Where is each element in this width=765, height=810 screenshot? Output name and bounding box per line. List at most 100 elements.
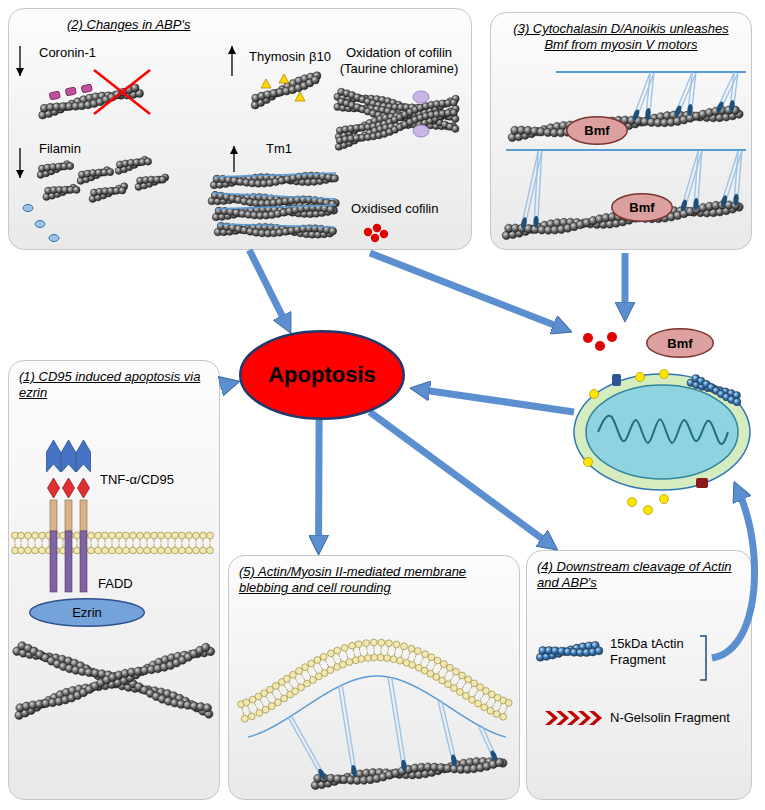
lipid-tail	[161, 544, 162, 548]
actin-monomer	[152, 692, 160, 700]
actin-monomer	[437, 764, 445, 772]
actin-monomer	[200, 648, 208, 656]
actin-monomer	[545, 646, 553, 654]
receptor-stalk	[80, 500, 87, 531]
lipid-head	[88, 547, 95, 554]
actin-monomer	[299, 178, 307, 186]
actin-monomer	[450, 765, 458, 773]
lipid-head	[123, 547, 130, 554]
ellipse-shape	[240, 331, 404, 419]
ellipse-shape	[612, 193, 673, 221]
actin-monomer	[320, 774, 328, 782]
actin-monomer	[65, 664, 73, 672]
actin-monomer	[385, 771, 393, 779]
change-arrow	[230, 146, 238, 172]
lipid-tail	[480, 698, 482, 701]
lipid-head	[320, 653, 327, 660]
actin-monomer	[579, 219, 587, 227]
actin-monomer	[76, 662, 84, 670]
actin-monomer	[124, 683, 132, 691]
actin-monomer	[212, 213, 220, 221]
myosin-tail	[688, 73, 692, 110]
protein-label: Coronin-1	[39, 45, 96, 61]
lipid-head	[302, 664, 309, 671]
lipid-tail	[126, 544, 127, 548]
actin-monomer	[347, 125, 354, 132]
actin-monomer	[702, 113, 710, 121]
actin-monomer	[650, 114, 658, 122]
actin-monomer	[585, 642, 593, 650]
receptor-stalk	[65, 531, 72, 592]
actin-monomer	[397, 114, 404, 121]
actin-monomer	[100, 674, 108, 682]
actin-monomer	[436, 109, 443, 116]
coronin-protein	[81, 84, 92, 93]
lipid-head	[304, 680, 311, 687]
lipid-tail	[126, 539, 127, 543]
lipid-head	[488, 691, 495, 698]
actin-monomer	[359, 134, 366, 141]
lipid-tail	[360, 652, 362, 655]
actin-monomer	[213, 175, 221, 183]
actin-monomer	[46, 103, 54, 111]
actin-monomer	[303, 204, 311, 212]
lipid-tail	[286, 689, 288, 692]
actin-monomer	[281, 176, 289, 184]
lipid-head	[278, 679, 285, 686]
actin-monomer	[67, 186, 74, 193]
lipid-head	[74, 532, 81, 539]
actin-monomer	[371, 127, 378, 134]
actin-monomer	[242, 208, 250, 216]
actin-monomer	[50, 163, 57, 170]
actin-monomer	[697, 377, 705, 385]
actin-monomer	[534, 127, 542, 135]
lipid-tail	[359, 648, 361, 651]
actin-monomer	[314, 202, 322, 210]
lipid-head	[439, 677, 446, 684]
actin-monomer	[573, 644, 581, 652]
actin-monomer	[154, 664, 162, 672]
actin-monomer	[336, 137, 343, 144]
actin-monomer	[259, 206, 267, 214]
actin-monomer	[48, 168, 55, 175]
actin-monomer	[306, 79, 314, 87]
actin-monomer	[447, 108, 454, 115]
actin-monomer	[570, 127, 578, 135]
bmf-protein: Bmf	[611, 193, 673, 222]
actin-monomer	[731, 106, 739, 114]
lipid-tail	[91, 539, 92, 543]
actin-monomer	[247, 207, 255, 215]
myosin-motor	[715, 72, 738, 113]
actin-monomer	[318, 209, 326, 217]
actin-monomer	[396, 114, 403, 121]
actin-monomer	[39, 652, 47, 660]
lipid-head	[463, 692, 470, 699]
actin-monomer	[382, 124, 389, 131]
lipid-tail	[319, 663, 321, 666]
lipid-head	[321, 670, 328, 677]
actin-monomer	[146, 689, 154, 697]
myosin-tail	[482, 726, 495, 756]
actin-filament	[210, 172, 338, 189]
actin-monomer	[290, 200, 298, 208]
arrow-shaft	[19, 148, 20, 178]
tropomyosin-strand	[218, 224, 334, 227]
actin-monomer	[275, 175, 283, 183]
actin-monomer	[329, 200, 337, 208]
lipid-head	[137, 547, 144, 554]
actin-monomer	[557, 225, 565, 233]
myosin-head	[400, 759, 407, 772]
lipid-tail	[119, 539, 120, 543]
lipid-tail	[77, 539, 78, 543]
actin-monomer	[187, 700, 195, 708]
actin-monomer	[619, 218, 627, 226]
cytochrome-c	[584, 458, 593, 467]
actin-monomer	[131, 84, 139, 92]
actin-monomer	[572, 121, 580, 129]
actin-monomer	[108, 93, 116, 101]
actin-monomer	[400, 103, 407, 110]
actin-monomer	[262, 96, 270, 104]
actin-monomer	[589, 122, 597, 130]
mitochondrion-inner	[586, 385, 738, 479]
lipid-tail	[307, 670, 309, 673]
